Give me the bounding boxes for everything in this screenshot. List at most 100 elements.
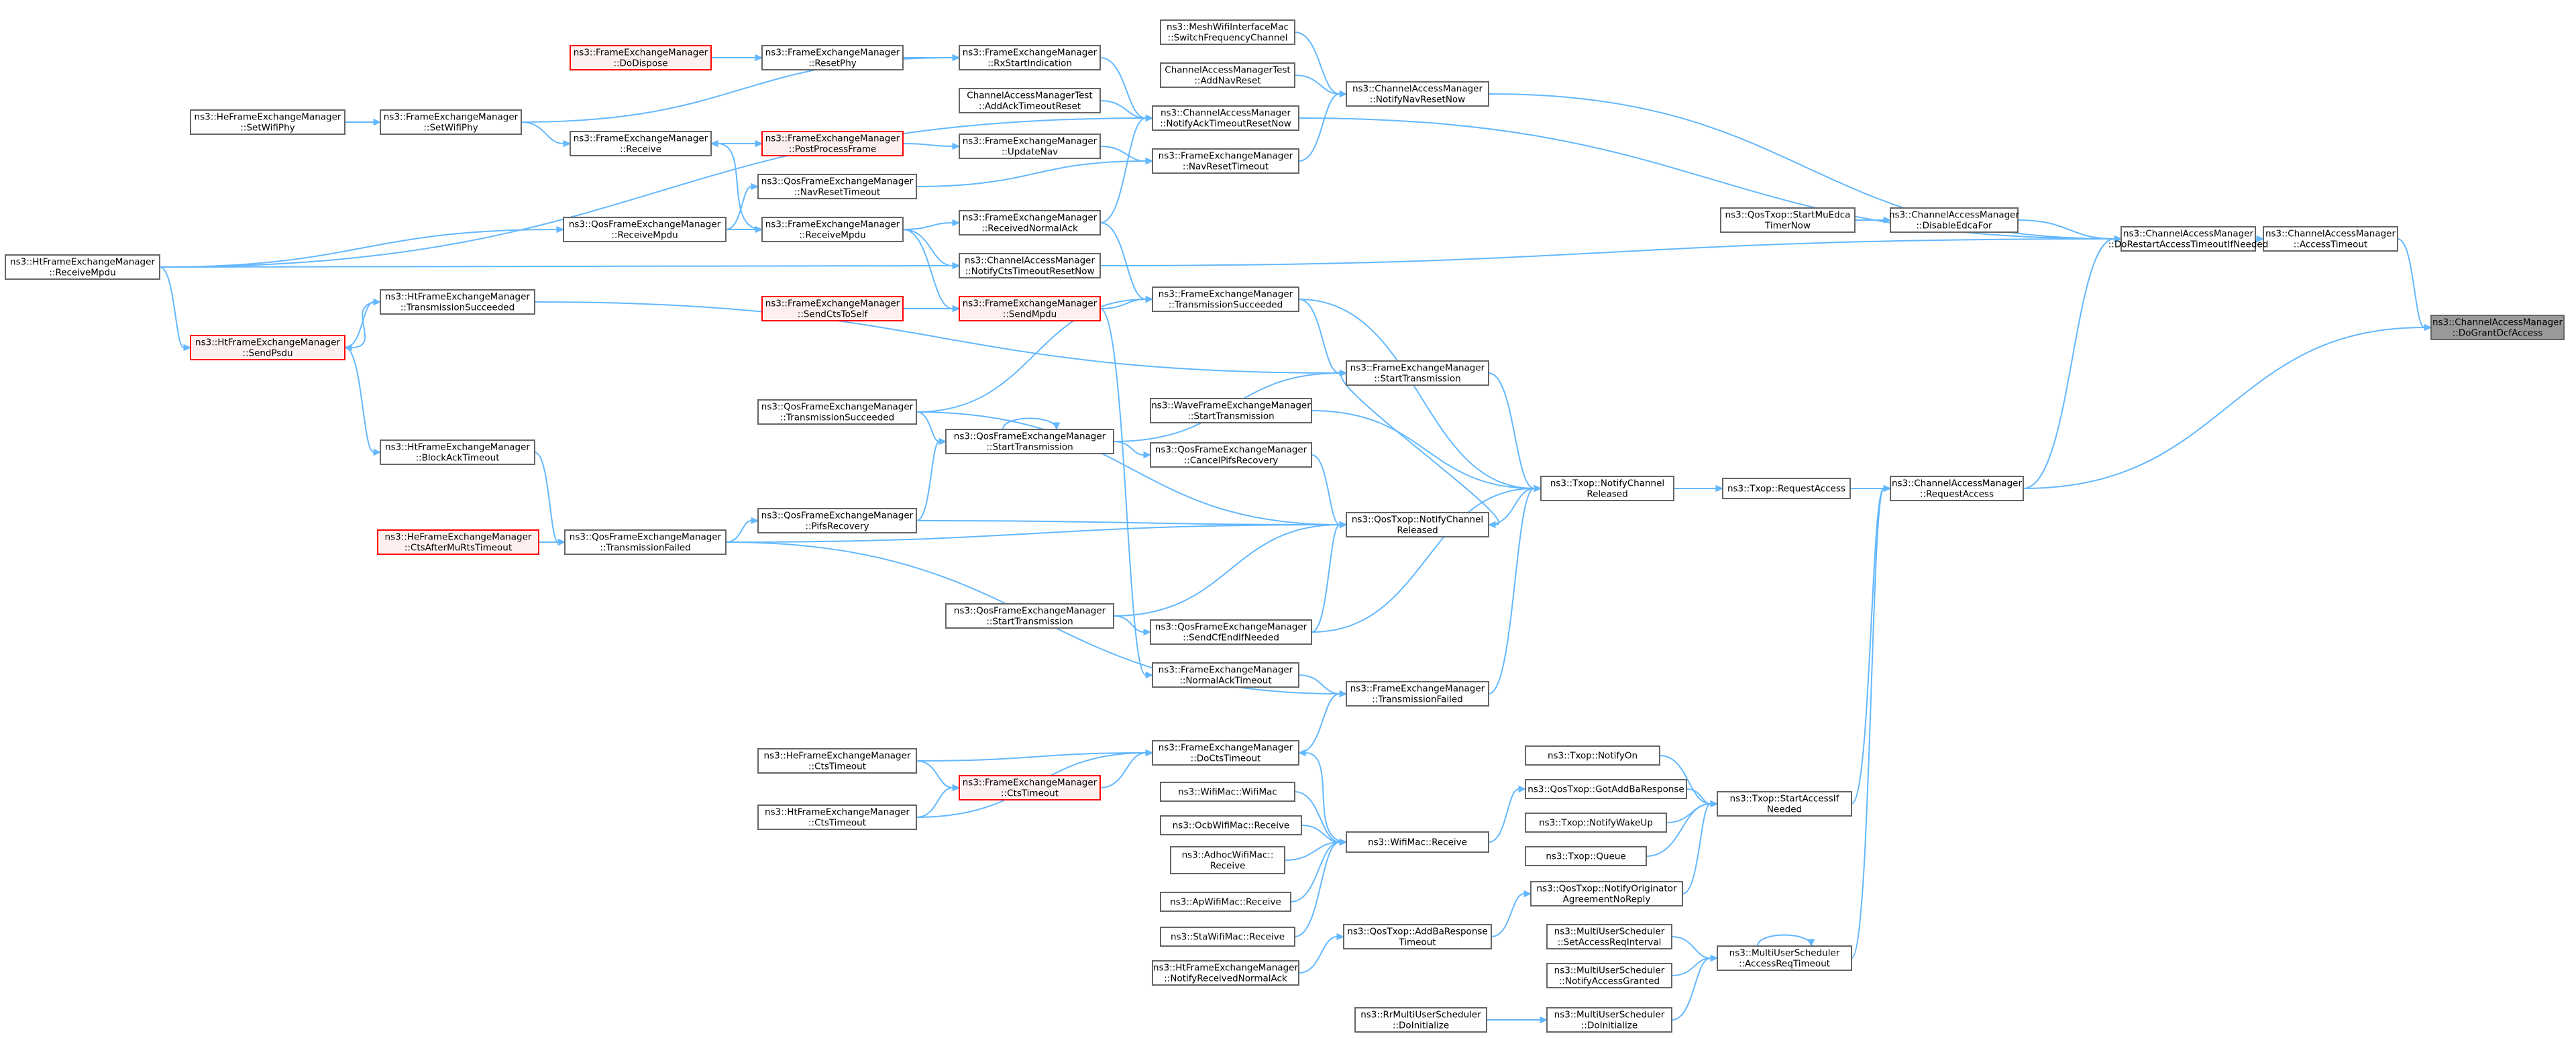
graph-node-htframeexchangemanager-blockacktimeout[interactable]: ns3::HtFrameExchangeManager::BlockAckTim… bbox=[380, 439, 535, 465]
node-box bbox=[1525, 779, 1687, 799]
graph-node-channelaccessmanager-accesstimeout[interactable]: ns3::ChannelAccessManager::AccessTimeout bbox=[2263, 226, 2398, 252]
graph-node-waveframeexchangemanager-starttransmission[interactable]: ns3::WaveFrameExchangeManager::StartTran… bbox=[1150, 398, 1312, 423]
node-label-line: ::UpdateNav bbox=[1002, 147, 1058, 158]
graph-node-qosframeexchangemanager-navresettimeout[interactable]: ns3::QosFrameExchangeManager::NavResetTi… bbox=[757, 174, 917, 199]
graph-node-txop-requestaccess[interactable]: ns3::Txop::RequestAccess bbox=[1722, 478, 1851, 499]
edge-line bbox=[1113, 524, 1340, 617]
graph-node-qosframeexchangemanager-transmissionsucceeded[interactable]: ns3::QosFrameExchangeManager::Transmissi… bbox=[757, 399, 917, 425]
call-edge bbox=[1311, 521, 1348, 633]
node-label-line: ns3::MultiUserScheduler bbox=[1554, 927, 1665, 937]
call-edge bbox=[1113, 615, 1152, 636]
graph-node-frameexchangemanager-receivednormalack[interactable]: ns3::FrameExchangeManager::ReceivedNorma… bbox=[959, 210, 1101, 236]
edge-arrowhead bbox=[952, 784, 961, 792]
graph-node-txop-notifywakeup[interactable]: ns3::Txop::NotifyWakeUp bbox=[1525, 813, 1667, 833]
node-label-line: ::AddAckTimeoutReset bbox=[979, 101, 1081, 112]
graph-node-qosframeexchangemanager-starttransmission[interactable]: ns3::QosFrameExchangeManager::StartTrans… bbox=[945, 429, 1114, 454]
graph-node-qosframeexchangemanager-pifsrecovery[interactable]: ns3::QosFrameExchangeManager::PifsRecove… bbox=[757, 508, 917, 533]
graph-node-qosframeexchangemanager-receivempdu[interactable]: ns3::QosFrameExchangeManager::ReceiveMpd… bbox=[563, 217, 727, 242]
call-edge bbox=[521, 121, 572, 148]
node-label-line: ns3::FrameExchangeManager bbox=[963, 48, 1097, 58]
node-box bbox=[380, 109, 522, 135]
graph-node-channelaccessmanager-requestaccess[interactable]: ns3::ChannelAccessManager::RequestAccess bbox=[1890, 476, 2024, 501]
graph-node-txop-notifyon[interactable]: ns3::Txop::NotifyOn bbox=[1525, 745, 1660, 766]
graph-node-frameexchangemanager-setwifiphy[interactable]: ns3::FrameExchangeManager::SetWifiPhy bbox=[380, 109, 522, 135]
graph-node-frameexchangemanager-sendmpdu[interactable]: ns3::FrameExchangeManager::SendMpdu bbox=[959, 296, 1101, 321]
node-box bbox=[1722, 478, 1851, 499]
graph-node-qostxop-notifyoriginatoragreementnoreply[interactable]: ns3::QosTxop::NotifyOriginatorAgreementN… bbox=[1530, 881, 1683, 906]
graph-node-heframeexchangemanager-ctsaftermurtstimeout[interactable]: ns3::HeFrameExchangeManager::CtsAfterMuR… bbox=[377, 529, 539, 555]
graph-node-frameexchangemanager-ctstimeout[interactable]: ns3::FrameExchangeManager::CtsTimeout bbox=[959, 775, 1101, 800]
graph-node-frameexchangemanager-postprocessframe[interactable]: ns3::FrameExchangeManager::PostProcessFr… bbox=[761, 131, 904, 156]
graph-node-frameexchangemanager-transmissionsucceeded[interactable]: ns3::FrameExchangeManager::TransmissionS… bbox=[1152, 287, 1299, 312]
graph-node-channelaccessmanager-notifyctstimeoutresetnow[interactable]: ns3::ChannelAccessManager::NotifyCtsTime… bbox=[959, 253, 1101, 278]
graph-node-channelaccessmanager-dorestartaccesstimeoutifneeded[interactable]: ns3::ChannelAccessManager::DoRestartAcce… bbox=[2108, 226, 2269, 252]
graph-node-wifimac-receive[interactable]: ns3::WifiMac::Receive bbox=[1346, 831, 1489, 853]
graph-node-frameexchangemanager-rxstartindication[interactable]: ns3::FrameExchangeManager::RxStartIndica… bbox=[959, 45, 1101, 70]
graph-node-adhocwifimac-receive[interactable]: ns3::AdhocWifiMac::Receive bbox=[1170, 846, 1285, 874]
graph-node-txop-queue[interactable]: ns3::Txop::Queue bbox=[1525, 846, 1647, 866]
graph-node-qosframeexchangemanager-sendcfendifneeded[interactable]: ns3::QosFrameExchangeManager::SendCfEndI… bbox=[1150, 619, 1312, 645]
node-label-line: ::DisableEdcaFor bbox=[1916, 221, 1992, 231]
edge-line bbox=[534, 301, 1340, 374]
edge-arrowhead bbox=[563, 140, 572, 148]
graph-node-multiuserscheduler-doinitialize[interactable]: ns3::MultiUserScheduler::DoInitialize bbox=[1546, 1007, 1672, 1033]
root-node-channelaccessmanager-dograntdcfaccess[interactable]: ns3::ChannelAccessManager::DoGrantDcfAcc… bbox=[2430, 315, 2565, 340]
call-edge bbox=[1311, 410, 1542, 492]
call-edge bbox=[534, 301, 1348, 377]
graph-node-heframeexchangemanager-setwifiphy[interactable]: ns3::HeFrameExchangeManager::SetWifiPhy bbox=[190, 109, 345, 135]
edge-arrowhead bbox=[1053, 422, 1061, 431]
graph-node-stawifimac-receive[interactable]: ns3::StaWifiMac::Receive bbox=[1160, 927, 1295, 947]
call-edge bbox=[1099, 57, 1154, 122]
node-label-line: ::SetWifiPhy bbox=[240, 123, 294, 134]
graph-node-htframeexchangemanager-receivempdu[interactable]: ns3::HtFrameExchangeManager::ReceiveMpdu bbox=[5, 254, 160, 280]
graph-node-qosframeexchangemanager-transmissionfailed[interactable]: ns3::QosFrameExchangeManager::Transmissi… bbox=[564, 529, 727, 555]
graph-node-qosframeexchangemanager-cancelpifsrecovery[interactable]: ns3::QosFrameExchangeManager::CancelPifs… bbox=[1150, 442, 1312, 468]
graph-node-multiuserscheduler-notifyaccessgranted[interactable]: ns3::MultiUserScheduler::NotifyAccessGra… bbox=[1546, 963, 1672, 988]
graph-node-wifimac-wifimac[interactable]: ns3::WifiMac::WifiMac bbox=[1160, 782, 1295, 802]
graph-node-htframeexchangemanager-ctstimeout[interactable]: ns3::HtFrameExchangeManager::CtsTimeout bbox=[757, 805, 917, 830]
graph-node-frameexchangemanager-starttransmission[interactable]: ns3::FrameExchangeManager::StartTransmis… bbox=[1346, 360, 1489, 386]
graph-node-frameexchangemanager-dodispose[interactable]: ns3::FrameExchangeManager::DoDispose bbox=[570, 45, 712, 70]
graph-node-channelaccessmanager-notifyacktimeoutresetnow[interactable]: ns3::ChannelAccessManager::NotifyAckTime… bbox=[1152, 105, 1299, 131]
graph-node-channelaccessmanager-notifynavresetnow[interactable]: ns3::ChannelAccessManager::NotifyNavRese… bbox=[1346, 81, 1489, 107]
graph-node-frameexchangemanager-normalacktimeout[interactable]: ns3::FrameExchangeManager::NormalAckTime… bbox=[1152, 662, 1299, 688]
graph-node-ocbwifimac-receive[interactable]: ns3::OcbWifiMac::Receive bbox=[1160, 815, 1302, 835]
node-box bbox=[757, 399, 917, 425]
graph-node-frameexchangemanager-updatenav[interactable]: ns3::FrameExchangeManager::UpdateNav bbox=[959, 134, 1101, 159]
graph-node-channelaccessmanagertest-addnavreset[interactable]: ChannelAccessManagerTest::AddNavReset bbox=[1160, 62, 1295, 88]
graph-node-qostxop-gotaddbaresponse[interactable]: ns3::QosTxop::GotAddBaResponse bbox=[1525, 779, 1687, 799]
graph-node-htframeexchangemanager-transmissionsucceeded[interactable]: ns3::HtFrameExchangeManager::Transmissio… bbox=[380, 289, 535, 315]
edge-line bbox=[902, 229, 953, 266]
node-label-line: ns3::HtFrameExchangeManager bbox=[1153, 963, 1298, 974]
edge-arrowhead bbox=[2114, 235, 2123, 243]
graph-node-frameexchangemanager-navresettimeout[interactable]: ns3::FrameExchangeManager::NavResetTimeo… bbox=[1152, 148, 1299, 174]
node-box bbox=[959, 88, 1101, 113]
graph-node-frameexchangemanager-resetphy[interactable]: ns3::FrameExchangeManager::ResetPhy bbox=[761, 45, 904, 70]
graph-node-apwifimac-receive[interactable]: ns3::ApWifiMac::Receive bbox=[1160, 892, 1291, 912]
graph-node-frameexchangemanager-receivempdu[interactable]: ns3::FrameExchangeManager::ReceiveMpdu bbox=[761, 217, 904, 242]
graph-node-heframeexchangemanager-ctstimeout[interactable]: ns3::HeFrameExchangeManager::CtsTimeout bbox=[757, 748, 917, 774]
call-edge bbox=[1099, 308, 1154, 679]
edge-line bbox=[1099, 238, 2115, 266]
graph-node-channelaccessmanagertest-addacktimeoutreset[interactable]: ChannelAccessManagerTest::AddAckTimeoutR… bbox=[959, 88, 1101, 113]
graph-node-frameexchangemanager-transmissionfailed[interactable]: ns3::FrameExchangeManager::TransmissionF… bbox=[1346, 681, 1489, 707]
node-box bbox=[190, 335, 345, 360]
graph-node-multiuserscheduler-accessreqtimeout[interactable]: ns3::MultiUserScheduler::AccessReqTimeou… bbox=[1717, 945, 1852, 971]
graph-node-rrmultiuserscheduler-doinitialize[interactable]: ns3::RrMultiUserScheduler::DoInitialize bbox=[1354, 1007, 1487, 1033]
graph-node-channelaccessmanager-disableedcafor[interactable]: ns3::ChannelAccessManager::DisableEdcaFo… bbox=[1889, 207, 2020, 233]
graph-node-meshwifiinterfacemac-switchfrequencychannel[interactable]: ns3::MeshWifiInterfaceMac::SwitchFrequen… bbox=[1160, 19, 1295, 45]
node-box bbox=[1346, 681, 1489, 707]
graph-node-htframeexchangemanager-notifyreceivednormalack[interactable]: ns3::HtFrameExchangeManager::NotifyRecei… bbox=[1152, 960, 1299, 986]
graph-node-htframeexchangemanager-sendpsdu[interactable]: ns3::HtFrameExchangeManager::SendPsdu bbox=[190, 335, 345, 360]
graph-node-qosframeexchangemanager-starttransmission[interactable]: ns3::QosFrameExchangeManager::StartTrans… bbox=[945, 603, 1114, 629]
graph-node-multiuserscheduler-setaccessreqinterval[interactable]: ns3::MultiUserScheduler::SetAccessReqInt… bbox=[1546, 924, 1672, 949]
graph-node-frameexchangemanager-sendctstoself[interactable]: ns3::FrameExchangeManager::SendCtsToSelf bbox=[761, 296, 904, 321]
graph-node-frameexchangemanager-receive[interactable]: ns3::FrameExchangeManager::Receive bbox=[570, 131, 712, 156]
graph-node-frameexchangemanager-doctstimeout[interactable]: ns3::FrameExchangeManager::DoCtsTimeout bbox=[1152, 740, 1299, 766]
